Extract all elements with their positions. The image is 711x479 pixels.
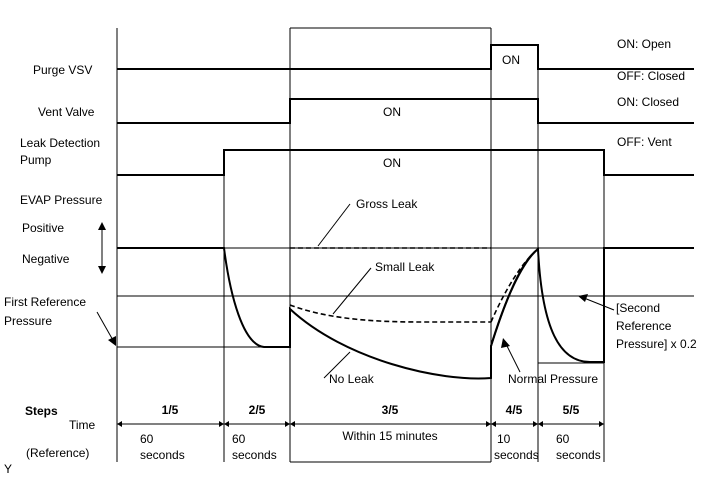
gross-leak-leader (317, 203, 351, 247)
purge-off-state: OFF: Closed (617, 69, 685, 83)
time-heading: Time (69, 418, 96, 432)
purge-on-label: ON (502, 53, 520, 67)
step-label-3: 3/5 (382, 403, 399, 417)
normal-pressure-arrowhead (501, 338, 510, 348)
first-ref-leader (96, 311, 115, 343)
step-time-5: 60 (556, 432, 570, 446)
no-leak-curve (117, 247, 694, 380)
second-ref-arrowhead (578, 294, 588, 302)
small-leak-leader (332, 267, 372, 315)
step-unit-4: seconds (494, 448, 539, 462)
vent-off-state: OFF: Vent (617, 135, 672, 149)
step-time-2: 60 (232, 432, 246, 446)
leak-curves (289, 247, 539, 323)
second-ref-label-line3: Pressure] x 0.2 (616, 337, 697, 351)
vent-on-state: ON: Closed (617, 95, 679, 109)
step-time-4: 10 (497, 432, 511, 446)
leak-pump-label-line2: Pump (20, 153, 52, 167)
first-reference-label-line2: Pressure (4, 314, 52, 328)
reference-heading: (Reference) (26, 446, 89, 460)
positive-label: Positive (22, 221, 64, 235)
step-unit-1: seconds (140, 448, 185, 462)
second-ref-leader (583, 297, 615, 311)
positive-negative-arrow (98, 222, 106, 274)
step-boundaries (116, 27, 605, 463)
normal-pressure-curve (490, 248, 539, 347)
pump-on-label: ON (383, 156, 401, 170)
step-label-2: 2/5 (249, 403, 266, 417)
step-unit-5: seconds (556, 448, 601, 462)
step-time-3: Within 15 minutes (342, 429, 437, 443)
leak-pump-label-line1: Leak Detection (20, 136, 100, 150)
small-leak-label: Small Leak (375, 260, 435, 274)
divider-arrows (117, 421, 604, 427)
step-label-5: 5/5 (563, 403, 580, 417)
vent-on-label: ON (383, 105, 401, 119)
step-time-1: 60 (140, 432, 154, 446)
first-ref-arrowhead (108, 336, 116, 346)
vent-valve-label: Vent Valve (38, 105, 95, 119)
gross-leak-label: Gross Leak (356, 197, 418, 211)
vent-valve-waveform (117, 98, 694, 124)
purge-vsv-signal: ON (117, 44, 694, 70)
no-leak-label: No Leak (329, 372, 375, 386)
negative-label: Negative (22, 252, 70, 266)
arrow-head-down (98, 266, 106, 274)
leak-recovery-curve (490, 248, 539, 323)
evap-pressure-label: EVAP Pressure (20, 193, 103, 207)
first-reference-label-line1: First Reference (4, 295, 86, 309)
small-leak-curve (289, 304, 491, 323)
second-ref-label-line1: [Second (616, 301, 660, 315)
normal-pressure-label: Normal Pressure (508, 372, 598, 386)
state-labels: ON: Open OFF: Closed ON: Closed OFF: Ven… (617, 37, 685, 149)
annotations: Gross Leak Small Leak No Leak Normal Pre… (96, 197, 697, 386)
step-unit-2: seconds (232, 448, 277, 462)
corner-mark: Y (4, 462, 12, 476)
leak-pump-signal: ON (117, 149, 694, 176)
steps-table: Steps Time (Reference) 1/5 2/5 3/5 4/5 5… (25, 403, 604, 462)
step-label-1: 1/5 (162, 403, 179, 417)
purge-vsv-waveform (117, 44, 694, 70)
purge-vsv-label: Purge VSV (33, 63, 92, 77)
arrow-head-up (98, 222, 106, 230)
leak-pump-waveform (117, 149, 694, 176)
row-labels: Purge VSV Vent Valve Leak Detection Pump… (4, 63, 103, 328)
no-leak-leader (323, 351, 351, 379)
steps-heading: Steps (25, 404, 58, 418)
purge-on-state: ON: Open (617, 37, 671, 51)
step-label-4: 4/5 (506, 403, 523, 417)
vent-valve-signal: ON (117, 98, 694, 124)
normal-pressure-leader (504, 341, 521, 373)
step-4-arrows (491, 421, 538, 427)
second-ref-label-line2: Reference (616, 319, 672, 333)
